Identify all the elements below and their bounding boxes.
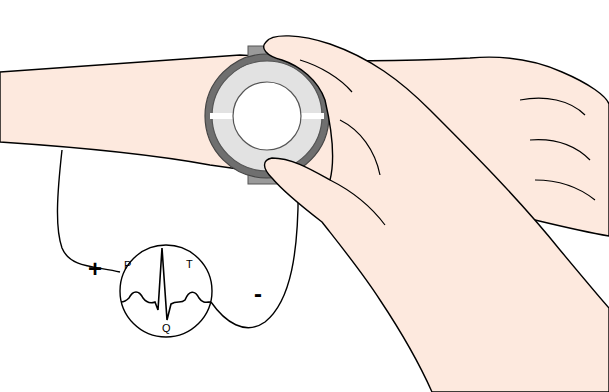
- polarity-label: -: [254, 282, 262, 306]
- polarity-label: +: [88, 257, 102, 281]
- wave-label: Q: [162, 322, 171, 334]
- ecg-outline: [120, 245, 212, 337]
- ecg-waveform: [121, 248, 211, 320]
- watch-face: [233, 82, 301, 150]
- wave-label: P: [124, 259, 131, 271]
- finger-lines: [520, 98, 595, 200]
- wave-label: T: [186, 258, 193, 270]
- negative-wire: [211, 170, 298, 328]
- ecg-trace: P T Q: [119, 244, 213, 338]
- right-hand: [264, 36, 609, 392]
- hand-lines: [300, 60, 385, 225]
- positive-wire: [57, 150, 120, 272]
